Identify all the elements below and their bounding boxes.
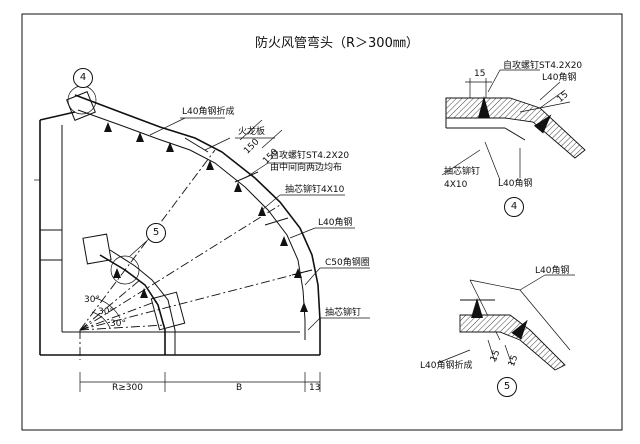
dim-radius: R≥300 [112, 383, 143, 393]
label-rivet: 抽芯铆钉4X10 [285, 185, 345, 195]
angle-30-b: 30° [98, 307, 114, 317]
d4-flange-label: L40角钢 [542, 73, 577, 83]
elbow-outer-arc-inner [77, 109, 306, 340]
elbow-main-view [34, 81, 370, 392]
d4-rivet-line2: 4X10 [444, 180, 468, 190]
d5-angle-label: L40角钢 [535, 266, 570, 276]
detail-5-view [439, 274, 575, 371]
d4-screw-label: 自攻螺钉ST4.2X20 [503, 61, 583, 71]
sheet-frame [21, 13, 623, 431]
label-fire-board: 火龙板 [238, 127, 266, 137]
elbow-outer-arc [74, 94, 321, 355]
d4-rivet-line1: 抽芯铆钉 [444, 167, 481, 177]
drawing-title: 防火风管弯头（R＞300㎜） [255, 36, 419, 51]
callout-ring-5 [110, 255, 140, 285]
label-screw-line2: 由中间向两边均布 [270, 163, 343, 173]
angle-30-c: 30° [110, 319, 126, 329]
d4-dim-15a: 15 [474, 69, 486, 79]
label-screw-line1: 自攻螺钉ST4.2X20 [270, 151, 350, 161]
callout-ring-4 [67, 85, 97, 115]
angle-30-a: 30° [84, 295, 100, 305]
detail-5-bubble: 5 [497, 377, 517, 397]
label-channel-ring: C50角钢圈 [325, 258, 370, 268]
dim-13: 13 [309, 383, 321, 393]
detail-4-bubble: 4 [504, 197, 524, 217]
callout-4-bubble: 4 [73, 68, 93, 88]
d4-angle-label: L40角钢 [498, 179, 533, 189]
d5-flange-label: L40角钢折成 [420, 361, 473, 371]
dim-b: B [236, 383, 243, 393]
label-flange-angle: L40角钢折成 [182, 107, 235, 117]
elbow-inner-arc [99, 254, 166, 355]
detail-4-view [441, 69, 586, 181]
callout-5-bubble: 5 [146, 223, 166, 243]
label-angle-steel: L40角钢 [318, 218, 353, 228]
label-rivet-short: 抽芯铆钉 [325, 308, 362, 318]
screw-markers [104, 122, 308, 312]
